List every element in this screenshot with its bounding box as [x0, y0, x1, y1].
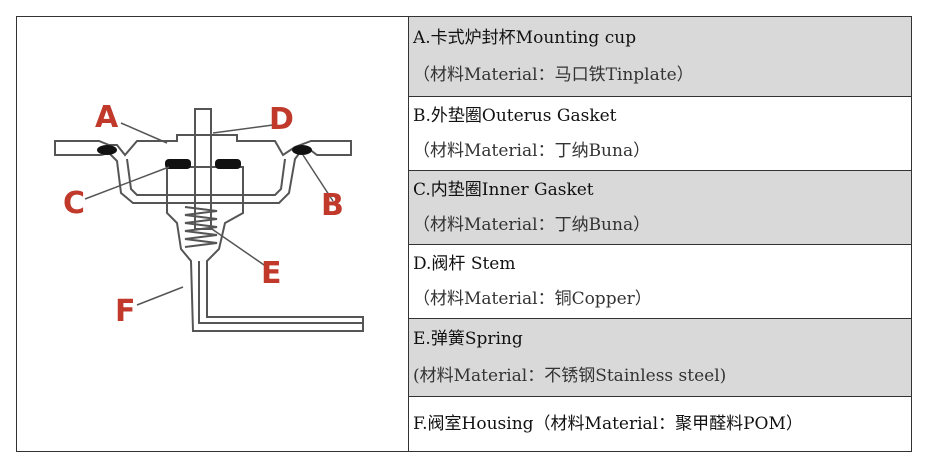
part-material: (材料Material：不锈钢Stainless steel) — [413, 365, 727, 386]
part-title: A.卡式炉封杯Mounting cup — [413, 27, 637, 48]
label-e: E — [261, 256, 282, 291]
part-title: E.弹簧Spring — [413, 329, 523, 350]
label-c: C — [63, 186, 85, 221]
part-row-d: D.阀杆 Stem （材料Material：铜Copper） — [409, 245, 911, 319]
part-title: B.外垫圈Outerus Gasket — [413, 106, 617, 127]
part-material: （材料Material：丁纳Buna） — [413, 214, 651, 235]
label-d: D — [269, 102, 294, 137]
part-material: （材料Material：丁纳Buna） — [413, 140, 651, 161]
stem — [194, 108, 212, 230]
housing — [166, 166, 364, 332]
valve-diagram: A D C B E F — [54, 100, 364, 332]
part-row-c: C.内垫圈Inner Gasket （材料Material：丁纳Buna） — [409, 171, 911, 245]
part-row-e: E.弹簧Spring (材料Material：不锈钢Stainless stee… — [409, 319, 911, 397]
part-title: F.阀室Housing（材料Material：聚甲醛料POM） — [413, 414, 803, 434]
inner-gasket-left — [165, 159, 191, 169]
inner-gasket-right — [215, 159, 241, 169]
parts-table: A D C B E F A.卡式炉封杯Mounting cup （材料Mater… — [16, 16, 912, 452]
label-a: A — [95, 100, 119, 135]
part-row-a: A.卡式炉封杯Mounting cup （材料Material：马口铁Tinpl… — [409, 17, 911, 97]
part-row-f: F.阀室Housing（材料Material：聚甲醛料POM） — [409, 397, 911, 451]
label-b: B — [321, 188, 344, 223]
part-title: D.阀杆 Stem — [413, 254, 516, 275]
parts-list: A.卡式炉封杯Mounting cup （材料Material：马口铁Tinpl… — [409, 17, 911, 451]
spring — [184, 206, 218, 248]
part-material: （材料Material：铜Copper） — [413, 288, 652, 309]
outer-gasket-right — [292, 145, 312, 155]
part-material: （材料Material：马口铁Tinplate） — [413, 65, 694, 86]
valve-diagram-cell: A D C B E F — [17, 17, 409, 451]
mounting-cup — [54, 134, 352, 204]
part-row-b: B.外垫圈Outerus Gasket （材料Material：丁纳Buna） — [409, 97, 911, 171]
part-title: C.内垫圈Inner Gasket — [413, 180, 594, 201]
outer-gasket — [97, 145, 117, 155]
label-f: F — [115, 294, 136, 329]
